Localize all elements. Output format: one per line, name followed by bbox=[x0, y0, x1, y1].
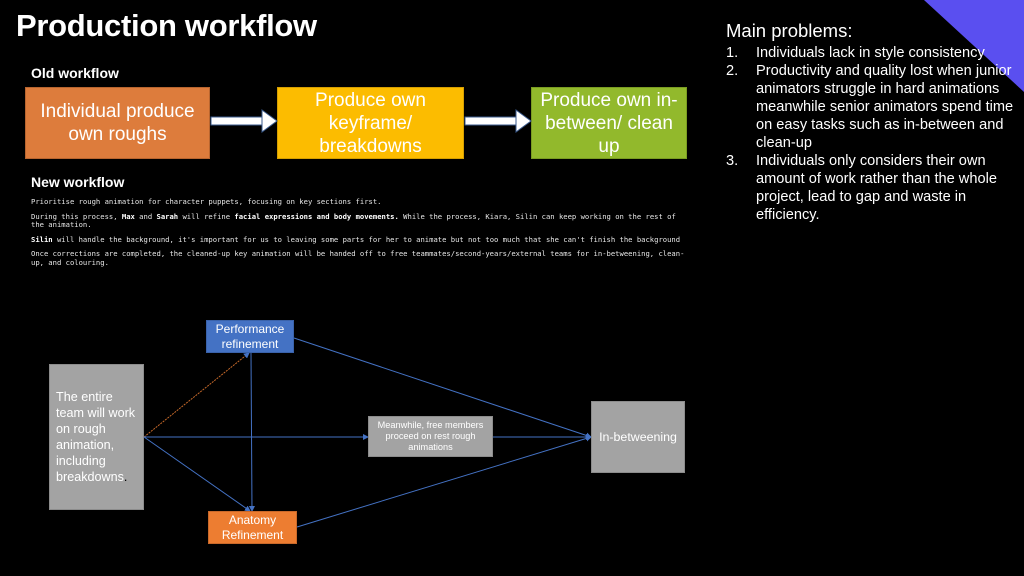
node-performance-refinement: Performance refinement bbox=[206, 320, 294, 353]
main-problems-list: 1.Individuals lack in style consistency … bbox=[726, 44, 1016, 224]
old-step-inbetween: Produce own in-between/ clean up bbox=[531, 87, 687, 159]
problem-item: 2.Productivity and quality lost when jun… bbox=[726, 63, 1014, 151]
new-workflow-paragraph-3: Silin will handle the background, it's i… bbox=[31, 234, 681, 244]
new-workflow-paragraph-4: Once corrections are completed, the clea… bbox=[31, 249, 685, 267]
new-workflow-label: New workflow bbox=[31, 174, 125, 190]
old-workflow-label: Old workflow bbox=[31, 65, 119, 81]
problem-item: 1.Individuals lack in style consistency bbox=[726, 45, 985, 61]
new-workflow-description: Prioritise rough animation for character… bbox=[31, 197, 691, 274]
new-workflow-paragraph-2: During this process, Max and Sarah will … bbox=[31, 211, 676, 230]
main-problems-title: Main problems: bbox=[726, 20, 853, 41]
connector-performance-to-anatomy bbox=[248, 352, 255, 512]
page-title: Production workflow bbox=[16, 8, 317, 43]
old-arrow-1 bbox=[210, 109, 278, 133]
corner-accent bbox=[924, 0, 1024, 92]
node-inbetweening: In-betweening bbox=[591, 401, 685, 473]
problem-item: 3.Individuals only considers their own a… bbox=[726, 153, 997, 223]
old-step-rough: Individual produce own roughs bbox=[25, 87, 210, 159]
main-problems-panel: Main problems: 1.Individuals lack in sty… bbox=[726, 20, 1016, 224]
new-workflow-paragraph-1: Prioritise rough animation for character… bbox=[31, 197, 382, 206]
old-step-keyframe: Produce own keyframe/ breakdowns bbox=[277, 87, 464, 159]
node-entire-team: The entire team will work on rough anima… bbox=[49, 364, 144, 510]
node-meanwhile: Meanwhile, free members proceed on rest … bbox=[368, 416, 493, 457]
old-arrow-2 bbox=[464, 109, 532, 133]
connector-entire-to-anatomy bbox=[143, 436, 251, 512]
connector-entire-to-performance bbox=[143, 352, 250, 438]
node-anatomy-refinement: Anatomy Refinement bbox=[208, 511, 297, 544]
